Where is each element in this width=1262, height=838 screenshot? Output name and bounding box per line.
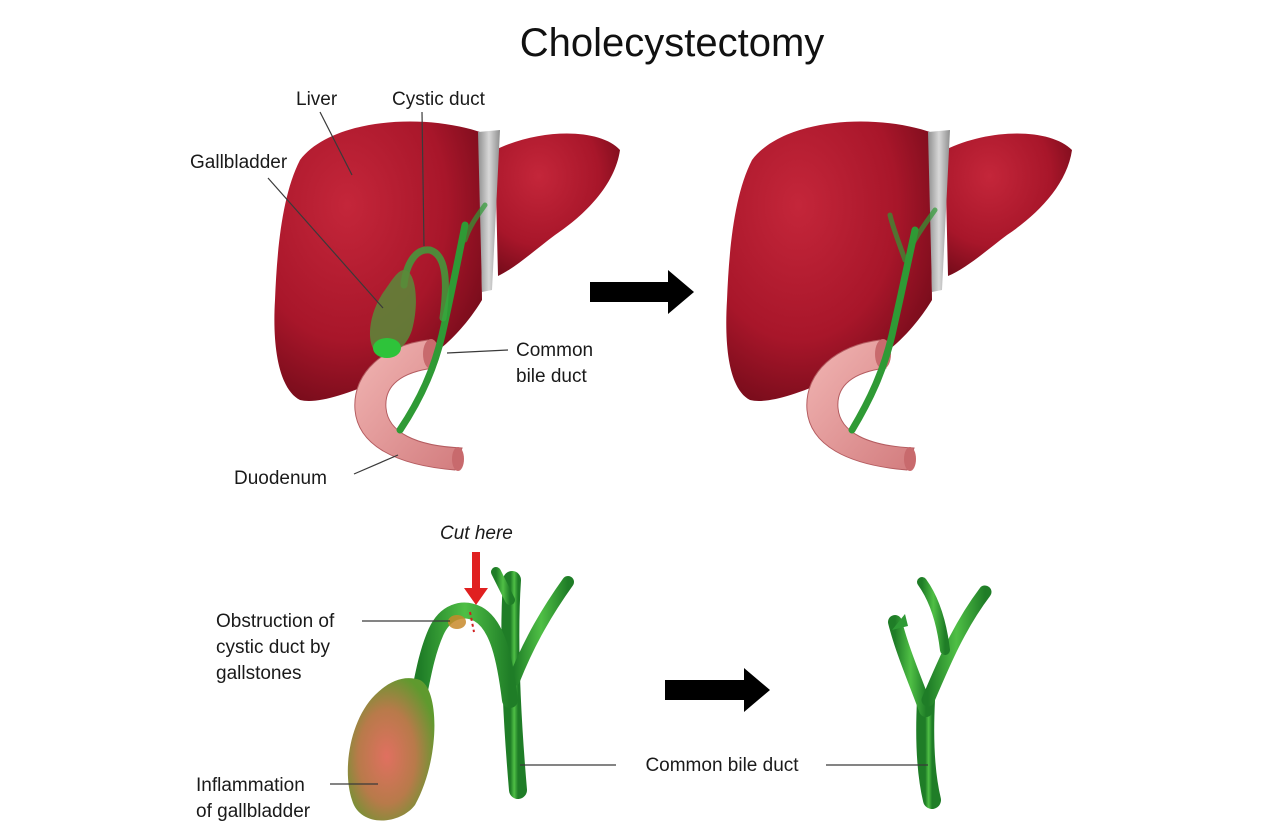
- label-common-bile-duct-top-1: Common: [516, 340, 593, 361]
- label-duodenum: Duodenum: [234, 468, 327, 489]
- common-bile-duct-after: [848, 226, 919, 434]
- label-common-bile-duct-bottom: Common bile duct: [645, 755, 799, 776]
- leader-common-bile-duct-top: [446, 349, 509, 354]
- inflamed-gallbladder: [347, 678, 435, 821]
- bile-duct-after: [888, 577, 992, 809]
- bile-duct-after-left: [888, 615, 933, 717]
- page-title: Cholecystectomy: [520, 21, 825, 65]
- duodenum: [354, 339, 463, 471]
- duodenum-after-opening-bottom: [904, 447, 916, 471]
- liver-left-lobe: [495, 133, 620, 276]
- liver-right-lobe-after: [726, 121, 932, 401]
- cystic-duct-arch: [412, 602, 518, 708]
- cystic-duct: [400, 246, 449, 322]
- label-inflammation-2: of gallbladder: [196, 801, 311, 822]
- duodenum-after: [806, 339, 915, 471]
- gallstone: [448, 615, 466, 629]
- duodenum-opening-bottom: [452, 447, 464, 471]
- bile-duct-branch-right: [508, 576, 574, 686]
- falciform-ligament-after: [928, 130, 950, 292]
- leader-liver: [319, 111, 353, 176]
- arrow-bottom: [665, 668, 770, 712]
- leader-gallbladder: [267, 177, 384, 309]
- label-inflammation-1: Inflammation: [196, 775, 305, 796]
- label-obstruction-2: cystic duct by: [216, 637, 331, 658]
- liver-after: [726, 121, 1072, 471]
- gallbladder: [369, 270, 416, 355]
- leader-cystic-duct: [421, 111, 425, 247]
- label-cut-here: Cut here: [440, 523, 513, 544]
- label-obstruction-3: gallstones: [216, 663, 302, 684]
- label-liver: Liver: [296, 89, 338, 110]
- liver-left-lobe-after: [945, 133, 1072, 276]
- common-bile-duct: [396, 221, 469, 434]
- label-common-bile-duct-top-2: bile duct: [516, 366, 587, 387]
- falciform-ligament: [478, 130, 500, 292]
- label-obstruction-1: Obstruction of: [216, 611, 335, 632]
- gallbladder-detail-before: [347, 552, 574, 821]
- liver-right-lobe: [274, 121, 482, 401]
- gallbladder-fundus: [373, 338, 401, 358]
- bile-duct-branch-left: [491, 567, 515, 605]
- liver-before: [274, 121, 620, 471]
- bile-duct-after-right: [921, 585, 992, 707]
- label-cystic-duct: Cystic duct: [392, 89, 486, 110]
- hepatic-duct-branch-after: [887, 212, 908, 263]
- arrow-top: [590, 270, 694, 314]
- leader-duodenum: [353, 454, 399, 475]
- hepatic-duct-branch: [462, 202, 488, 243]
- cut-arrow: [464, 552, 488, 605]
- label-gallbladder: Gallbladder: [190, 152, 288, 173]
- hepatic-duct-branch-after-2: [909, 207, 938, 248]
- bile-duct-after-branch: [917, 577, 950, 655]
- cystic-duct-stump: [892, 614, 908, 630]
